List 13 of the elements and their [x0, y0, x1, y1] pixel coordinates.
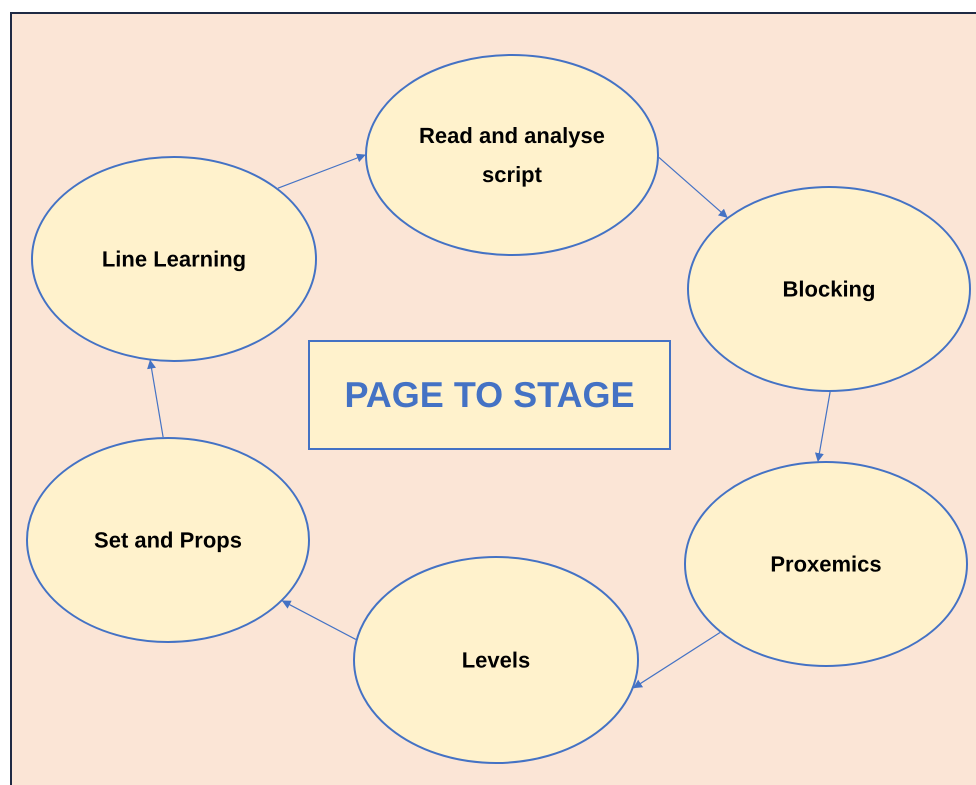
- arrow: [633, 632, 720, 688]
- step-label: Levels: [460, 646, 532, 674]
- diagram-title: PAGE TO STAGE: [344, 374, 635, 416]
- arrow: [282, 600, 356, 640]
- step-label: Set and Props: [93, 526, 243, 554]
- arrow: [814, 392, 831, 462]
- step-label: Proxemics: [769, 550, 883, 578]
- step-label: Line Learning: [100, 246, 248, 274]
- arrow: [147, 360, 164, 438]
- arrow: [658, 157, 728, 218]
- step-label: Blocking: [782, 276, 876, 304]
- arrow: [278, 154, 366, 189]
- step-label: Read and analyse script: [418, 122, 606, 189]
